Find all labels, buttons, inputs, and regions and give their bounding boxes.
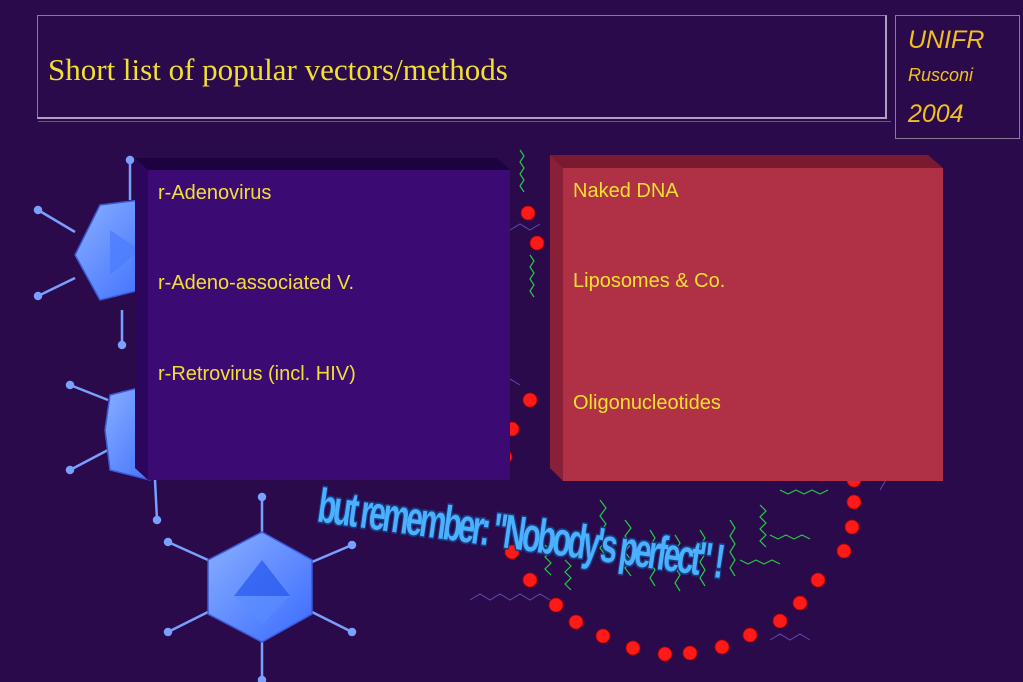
adenovirus-particle-icon <box>65 380 162 525</box>
nonviral-box-top-edge <box>550 155 943 168</box>
badge-author: Rusconi <box>908 65 974 85</box>
adenovirus-particle-icon <box>163 492 357 682</box>
badge-year: 2004 <box>908 100 964 128</box>
viral-vector-item: r-Adeno-associated V. <box>158 272 355 294</box>
nonviral-method-item: Oligonucleotides <box>573 392 721 414</box>
nonviral-method-item: Naked DNA <box>573 180 679 202</box>
title-frame <box>37 15 891 122</box>
nonviral-method-item: Liposomes & Co. <box>573 270 726 292</box>
author-badge: UNIFR Rusconi 2004 <box>895 15 1020 139</box>
viral-vector-item: r-Retrovirus (incl. HIV) <box>158 363 356 385</box>
nonviral-methods-box: Naked DNA Liposomes & Co. Oligonucleotid… <box>563 168 943 481</box>
nonviral-box-side-edge <box>550 155 563 481</box>
slide-title: Short list of popular vectors/methods <box>48 52 508 87</box>
adenovirus-particle-icon <box>33 155 135 350</box>
viral-box-side-edge <box>135 158 148 480</box>
viral-vector-item: r-Adenovirus <box>158 182 272 204</box>
viral-vectors-box: r-Adenovirus r-Adeno-associated V. r-Ret… <box>148 170 510 480</box>
viral-box-top-edge <box>135 158 510 170</box>
badge-institution: UNIFR <box>908 26 985 54</box>
